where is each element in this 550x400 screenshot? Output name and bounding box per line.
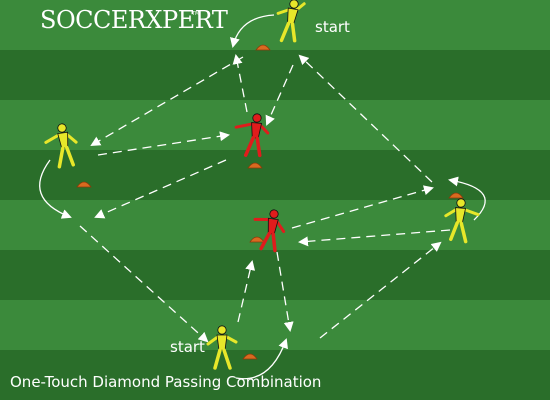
trademark-mark: TM — [192, 11, 200, 17]
arrow-center-bottom-to-bottom-right — [276, 251, 294, 332]
cone-center-top — [247, 162, 263, 169]
player-right — [444, 198, 480, 244]
start-label-top: start — [315, 18, 350, 36]
cones — [76, 44, 464, 360]
arrow-bottom-to-center-bottom — [237, 260, 256, 323]
defender-top — [234, 113, 270, 158]
drill-caption: One-Touch Diamond Passing Combination — [10, 373, 322, 391]
arrow-center-top-to-left-bottom — [94, 159, 227, 219]
soccerxpert-logo: SOCCERXPERT — [40, 6, 228, 34]
run-bottom — [235, 338, 288, 380]
run-left — [39, 159, 72, 219]
cone-left — [76, 181, 92, 188]
cone-right — [448, 192, 464, 199]
arrow-center-top-to-top — [232, 54, 248, 113]
arrow-left-to-center-top — [97, 131, 230, 156]
arrow-bottom-right-to-right — [319, 241, 442, 339]
arrow-center-bottom-to-right — [291, 185, 434, 229]
player-left — [44, 123, 78, 169]
pass-arrows — [79, 54, 451, 343]
arrow-right-to-center-bottom — [298, 229, 451, 247]
start-label-bottom: start — [170, 338, 205, 356]
player-bottom — [206, 325, 238, 370]
arrow-top-to-center-top — [265, 64, 294, 126]
cone-bottom — [242, 353, 258, 360]
run-top — [230, 14, 275, 48]
arrow-left-bottom-to-bottom — [79, 225, 209, 343]
defender-bottom — [253, 209, 286, 253]
cone-top — [255, 44, 271, 51]
player-top — [276, 0, 306, 43]
arrow-right-to-top — [298, 54, 433, 183]
